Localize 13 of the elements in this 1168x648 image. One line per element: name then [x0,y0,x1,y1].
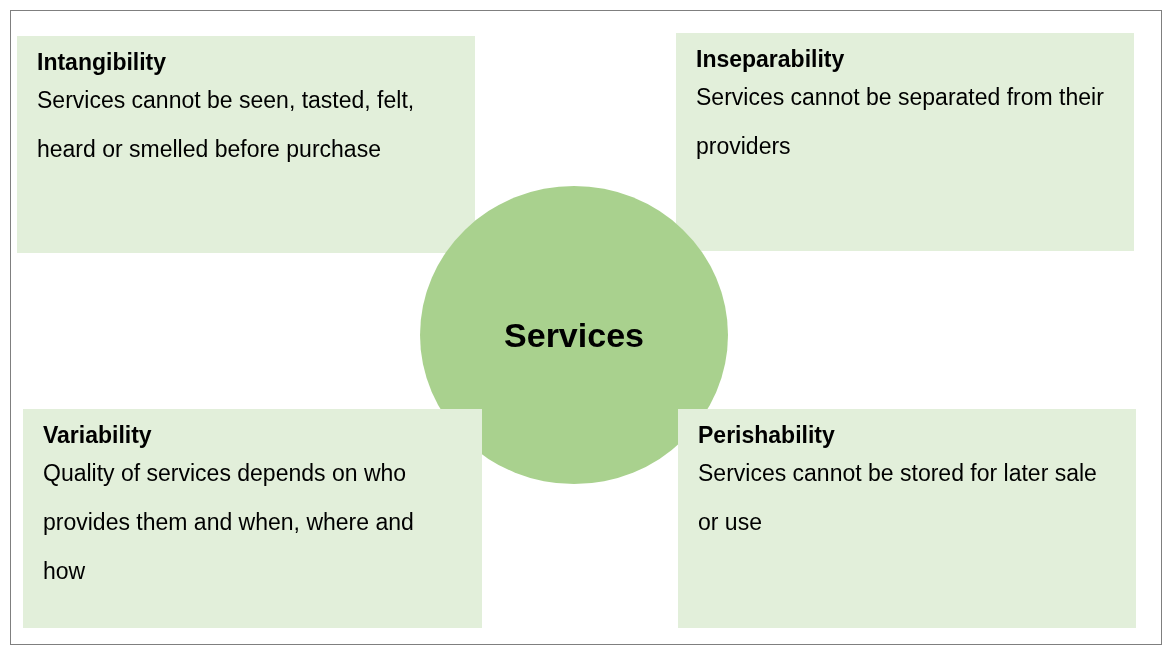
box-heading: Variability [43,421,153,450]
box-description: Services cannot be separated from their providers [696,83,1105,161]
box-description: Services cannot be stored for later sale or use [698,459,1098,537]
box-heading: Intangibility [37,48,168,77]
box-heading: Perishability [698,421,836,450]
circle-label: Services [504,315,644,355]
characteristic-box [676,33,1134,251]
box-description: Services cannot be seen, tasted, felt, heard or smelled before purchase [37,86,416,164]
characteristic-box [678,409,1136,628]
box-description: Quality of services depends on who provides them and when, where and how [43,459,415,586]
box-heading: Inseparability [696,45,846,74]
characteristic-box [17,36,475,253]
characteristic-box [23,409,482,628]
